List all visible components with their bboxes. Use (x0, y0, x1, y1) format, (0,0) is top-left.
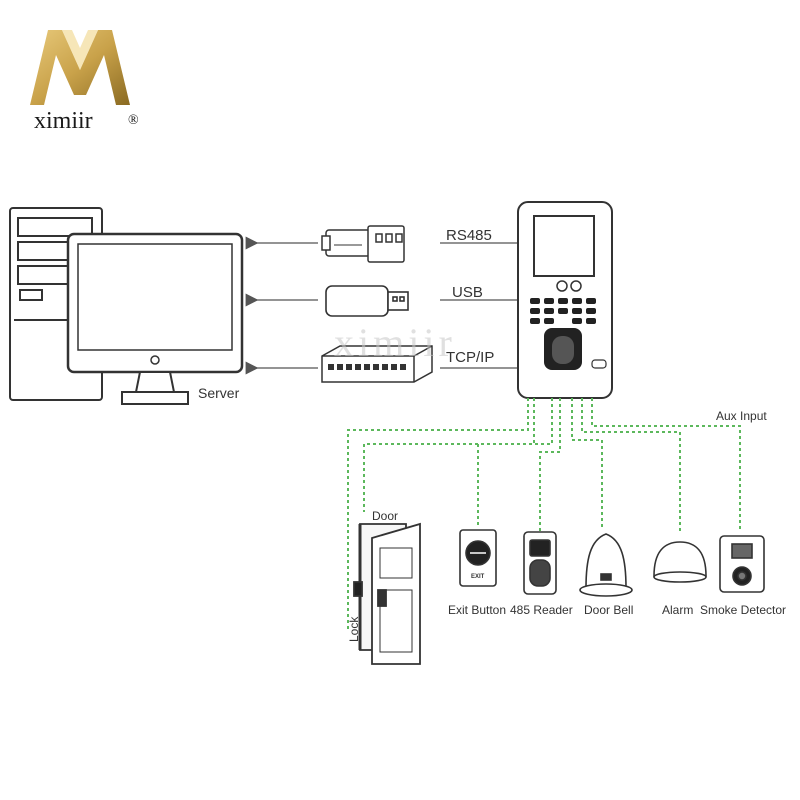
alarm-icon (653, 541, 707, 583)
reader-485-label: 485 Reader (510, 603, 573, 617)
brand-watermark: ximiir (334, 320, 456, 365)
server-label: Server (198, 385, 240, 401)
rs485-converter-icon (321, 225, 405, 263)
connection-arrows (245, 236, 518, 375)
brand-name: ximiir (34, 108, 93, 134)
exit-button-icon (459, 529, 497, 587)
logo-highlight (62, 30, 98, 70)
exit-text: EXIT (471, 574, 485, 580)
door-icon (353, 522, 421, 665)
camera-lens-icon (556, 280, 568, 292)
usb-label: USB (452, 284, 483, 301)
monitor-icon (66, 232, 244, 405)
door-bell-label: Door Bell (584, 603, 633, 617)
logo-mark-icon (30, 30, 130, 105)
aux-input-label: Aux Input (716, 409, 767, 423)
usb-dongle-icon (325, 285, 409, 317)
reader-485-icon (523, 531, 557, 595)
device-screen (533, 215, 595, 277)
lock-icon (353, 581, 363, 597)
device-keypad (530, 298, 596, 324)
access-control-terminal (517, 201, 613, 399)
smoke-detector-icon (719, 535, 765, 593)
door-label: Door (372, 509, 398, 523)
tcpip-label: TCP/IP (446, 349, 494, 366)
peripheral-wiring (347, 398, 741, 632)
exit-button-label: Exit Button (448, 603, 506, 617)
smoke-detector-label: Smoke Detector (700, 603, 786, 617)
brand-logo: ximiir ® (30, 30, 139, 134)
network-switch-icon (321, 345, 433, 383)
lock-label: Lock (347, 616, 361, 642)
rs485-label: RS485 (446, 227, 492, 244)
brand-registered-mark: ® (128, 113, 139, 128)
door-bell-icon (579, 533, 633, 597)
camera-lens-icon (570, 280, 582, 292)
alarm-label: Alarm (662, 603, 693, 617)
